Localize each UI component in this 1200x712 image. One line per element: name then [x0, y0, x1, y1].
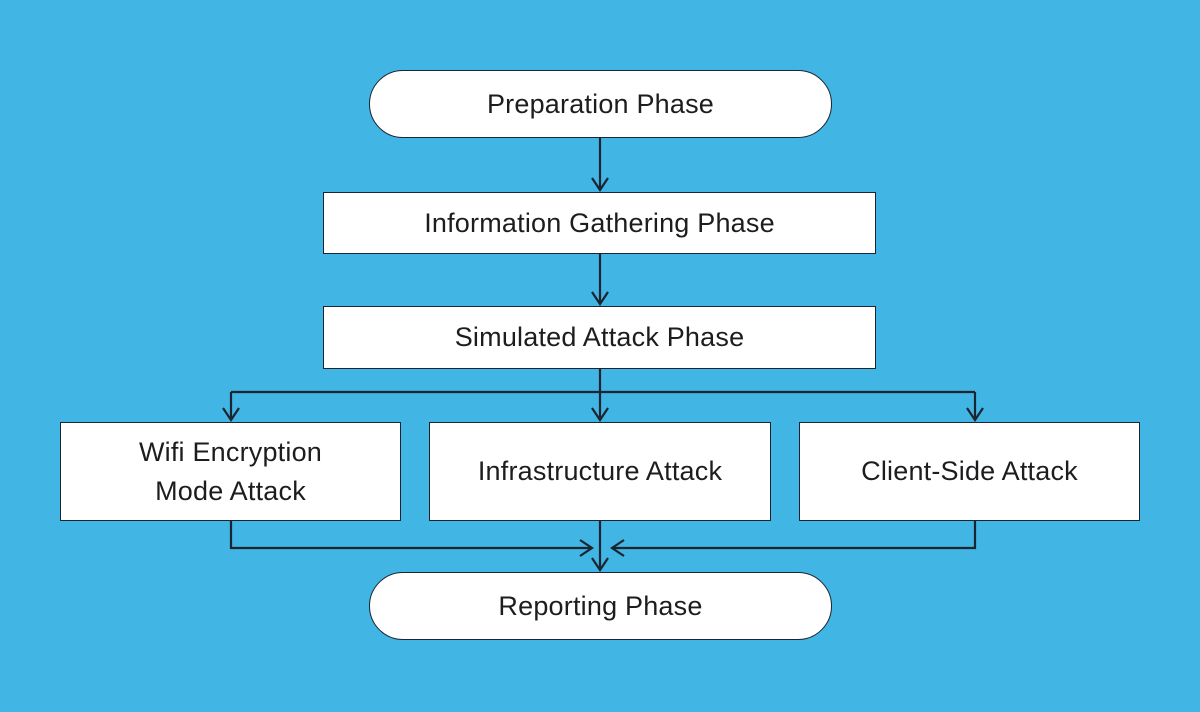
- node-client-side-attack: Client-Side Attack: [799, 422, 1140, 521]
- node-preparation-phase: Preparation Phase: [369, 70, 832, 138]
- node-reporting-phase: Reporting Phase: [369, 572, 832, 640]
- node-label: Preparation Phase: [486, 88, 715, 119]
- node-infrastructure-attack: Infrastructure Attack: [429, 422, 771, 521]
- node-label: Reporting Phase: [498, 590, 703, 621]
- node-information-gathering-phase: Information Gathering Phase: [323, 192, 876, 254]
- connector-lines: [222, 138, 984, 572]
- edge-wifi-to-reporting: [229, 521, 594, 557]
- edge-client-to-reporting: [610, 521, 977, 557]
- node-label: Information Gathering Phase: [424, 207, 775, 238]
- node-label: Infrastructure Attack: [477, 456, 723, 486]
- node-label: Simulated Attack Phase: [454, 322, 745, 352]
- node-label-line-2: Mode Attack: [155, 475, 306, 506]
- node-wifi-encryption-mode-attack: Wifi Encryption Mode Attack: [60, 422, 401, 521]
- node-label-line-1: Wifi Encryption: [138, 436, 323, 467]
- node-simulated-attack-phase: Simulated Attack Phase: [323, 306, 876, 369]
- node-label: Client-Side Attack: [861, 456, 1078, 486]
